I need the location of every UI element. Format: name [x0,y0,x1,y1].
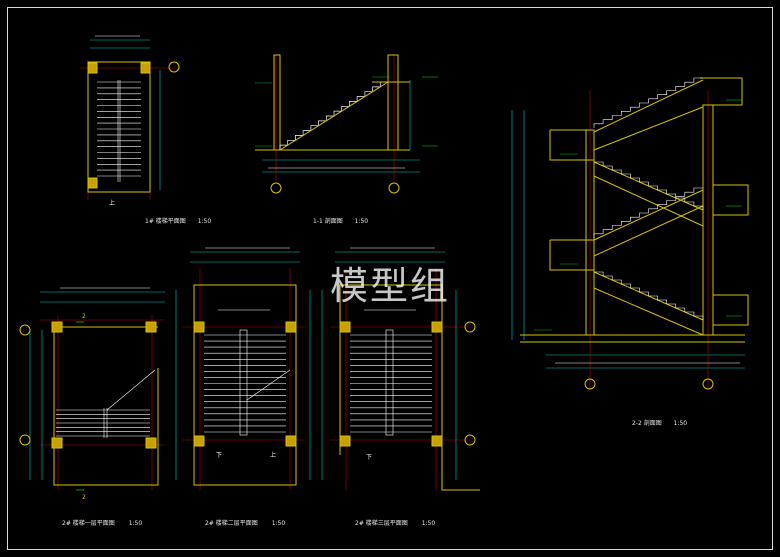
caption-plan-second-title: 2# 楼梯二层平面图 [205,520,258,527]
up-mark-plan2: 上 [270,452,277,459]
caption-section-11: 1-1 剖面图 1:50 [313,216,368,225]
caption-plan-first-scale: 1:50 [128,520,143,527]
caption-plan-first: 2# 楼梯一层平面图 1:50 [62,518,142,527]
down-mark-plan3: 下 [366,454,373,461]
plan-third-drawing [321,251,480,491]
caption-plan-third: 2# 楼梯三层平面图 1:50 [355,518,435,527]
caption-section-11-title: 1-1 剖面图 [313,218,343,225]
section-22-drawing [511,77,749,390]
dimension-ticks [60,35,740,364]
caption-plan-third-scale: 1:50 [421,520,436,527]
caption-section-22: 2-2 剖面图 1:50 [632,418,687,427]
plan-1-drawing [80,39,180,200]
caption-plan-top-scale: 1:50 [197,218,212,225]
down-mark-plan2: 下 [216,452,223,459]
drawing-frame [7,7,773,550]
caption-plan-first-title: 2# 楼梯一层平面图 [62,520,115,527]
up-mark-plan1: 上 [109,200,116,207]
plan-second-drawing [175,251,311,490]
caption-plan-top: 1# 楼梯平面图 1:50 [145,216,211,225]
caption-plan-second: 2# 楼梯二层平面图 1:50 [205,518,285,527]
cut-mark-bottom: 2 [82,494,86,501]
cut-mark-top: 2 [82,313,86,320]
plan-first-drawing [19,291,165,491]
caption-section-22-title: 2-2 剖面图 [632,420,662,427]
caption-plan-top-title: 1# 楼梯平面图 [145,218,186,225]
caption-plan-second-scale: 1:50 [271,520,286,527]
caption-section-11-scale: 1:50 [354,218,369,225]
section-11-drawing [255,54,438,194]
caption-plan-third-title: 2# 楼梯三层平面图 [355,520,408,527]
watermark: 模型组 [330,264,451,308]
caption-section-22-scale: 1:50 [673,420,688,427]
